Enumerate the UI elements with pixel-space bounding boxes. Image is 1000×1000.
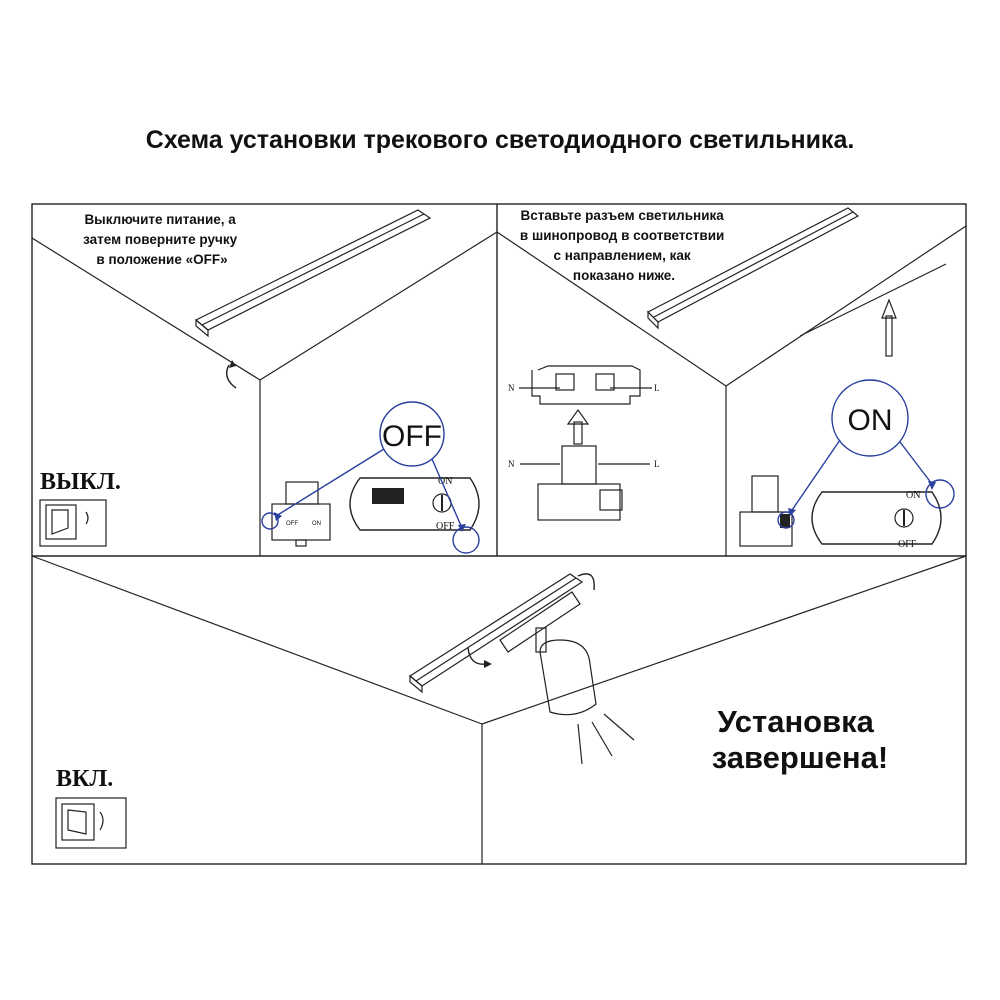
step1-instruction-line: затем поверните ручку (83, 232, 237, 247)
adapter-body: ON OFF (811, 490, 942, 550)
done-line: завершена! (712, 740, 888, 775)
dial-on-label: ON (438, 476, 452, 487)
step2-instruction: Вставьте разъем светильника в шинопровод… (520, 208, 728, 283)
adapter-connector: OFF ON (271, 481, 331, 547)
rotate-arrow-icon (577, 573, 595, 591)
track-luminaire (499, 591, 635, 765)
step1-room (31, 231, 498, 556)
adapter-on-label: ON (312, 521, 321, 527)
connector-plug (520, 445, 650, 521)
step2-instruction-line: Вставьте разъем светильника (520, 208, 724, 223)
switch-off-label: ВЫКЛ. (40, 469, 121, 495)
track-rail (194, 209, 432, 338)
switch-on-label: ВКЛ. (56, 766, 113, 792)
rotate-arrow-icon (467, 647, 487, 665)
up-arrow-icon (881, 298, 897, 357)
adapter-body: ON OFF (349, 476, 480, 532)
installation-complete-text: Установка завершена! (712, 704, 888, 775)
step2-instruction-line: в шинопровод в соответствии (520, 228, 724, 243)
on-callout (777, 379, 955, 529)
step2-panel: Вставьте разъем светильника в шинопровод… (496, 207, 967, 556)
page-title: Схема установки трекового светодиодного … (145, 126, 855, 154)
arrowhead-icon (229, 360, 236, 368)
step1-instruction-line: в положение «OFF» (96, 252, 227, 267)
rail-cross-section (519, 365, 652, 405)
dial-off-label: OFF (436, 521, 455, 532)
step1-panel: Выключите питание, а затем поверните руч… (31, 209, 498, 556)
step2-room (496, 225, 967, 556)
step2-instruction-line: показано ниже. (573, 268, 675, 283)
wall-switch-off-icon (39, 499, 107, 547)
step2-instruction-line: с направлением, как (554, 248, 691, 263)
l-label: L (654, 383, 660, 393)
track-rail (646, 207, 860, 330)
on-callout-text: ON (848, 404, 893, 437)
n-label: N (508, 383, 515, 393)
rotate-arrow-icon (226, 364, 237, 389)
dial-off-label: OFF (898, 539, 917, 550)
wall-switch-on-icon (55, 797, 127, 849)
done-line: Установка (717, 704, 874, 739)
arrowhead-icon (484, 660, 492, 668)
step3-panel: ВКЛ. Установка завершена! (31, 555, 967, 864)
l-label: L (654, 459, 660, 469)
off-callout (261, 401, 480, 554)
track-rail (408, 573, 584, 694)
insert-arrow-icon (566, 408, 590, 445)
diagram-frame (31, 203, 967, 865)
off-callout-text: OFF (382, 420, 442, 453)
step1-instruction-line: Выключите питание, а (84, 212, 236, 227)
adapter-connector (739, 475, 793, 547)
step1-instruction: Выключите питание, а затем поверните руч… (83, 212, 241, 267)
n-label: N (508, 459, 515, 469)
step3-room (31, 555, 967, 864)
dial-on-label: ON (906, 490, 920, 501)
adapter-off-label: OFF (286, 521, 298, 527)
